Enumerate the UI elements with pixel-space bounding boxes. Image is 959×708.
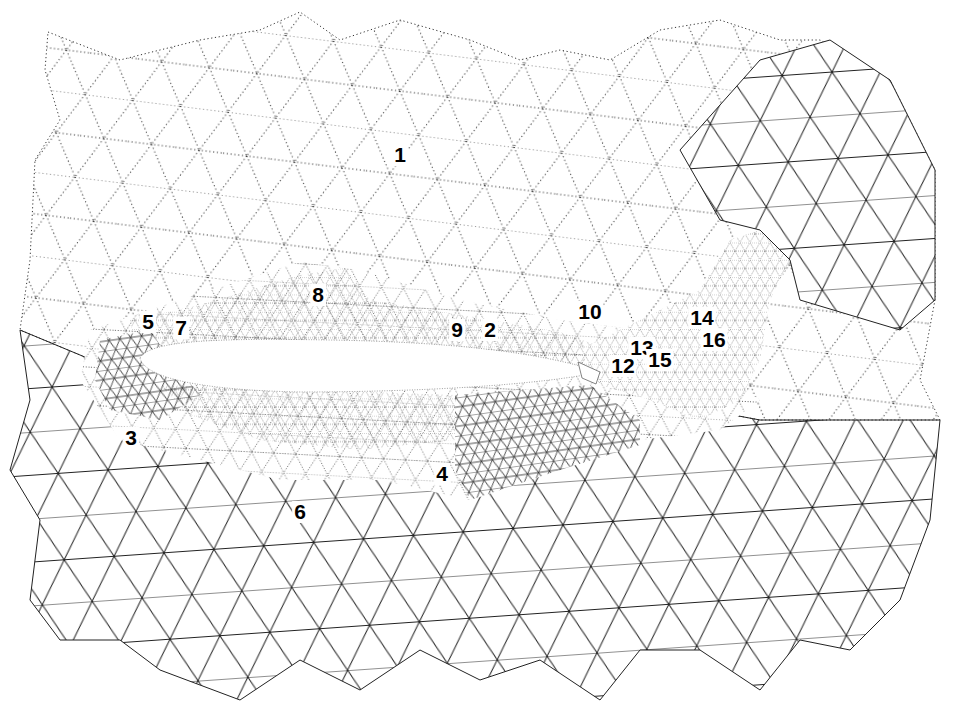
callout-number: 1 xyxy=(392,144,408,166)
callout-number: 9 xyxy=(449,319,465,341)
callout-number: 7 xyxy=(173,317,189,339)
callout-number: 4 xyxy=(434,463,450,485)
callout-number: 14 xyxy=(688,307,715,329)
callout-number: 8 xyxy=(310,284,326,306)
callout-number: 12 xyxy=(609,355,636,377)
callout-number: 6 xyxy=(292,501,308,523)
callout-number: 16 xyxy=(700,329,727,351)
callout-number: 2 xyxy=(482,319,498,341)
callout-number: 5 xyxy=(140,311,156,333)
callout-number: 3 xyxy=(123,427,139,449)
callout-number: 10 xyxy=(576,301,603,323)
callout-number: 15 xyxy=(646,349,673,371)
